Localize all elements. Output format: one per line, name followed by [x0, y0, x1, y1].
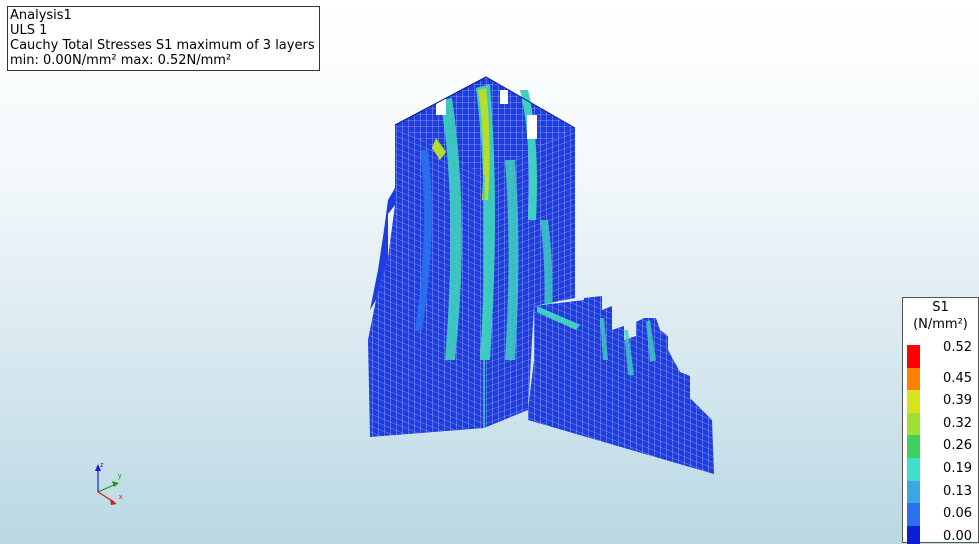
legend-value: 0.19	[943, 460, 972, 476]
right-wall	[528, 296, 714, 474]
legend-unit: (N/mm²)	[913, 317, 968, 332]
legend-swatch	[907, 345, 920, 368]
legend-swatch	[907, 367, 920, 391]
x-label: x	[119, 494, 123, 501]
legend-entry: 0.39	[903, 390, 978, 413]
legend-swatch	[907, 390, 920, 413]
y-axis	[97, 483, 117, 493]
legend-entry: 0.52	[903, 340, 978, 368]
axis-triad: z y x	[95, 462, 123, 505]
legend-swatch	[907, 503, 920, 526]
legend-value: 0.00	[943, 528, 972, 544]
tower	[394, 76, 576, 428]
legend-value: 0.26	[943, 438, 972, 454]
legend-value: 0.52	[943, 340, 972, 355]
legend-entry: 0.00	[903, 525, 978, 544]
left-wall-top	[370, 188, 395, 310]
legend-entry: 0.32	[903, 412, 978, 436]
legend-value: 0.13	[943, 483, 972, 499]
legend-value: 0.06	[943, 506, 972, 522]
legend-entry: 0.13	[903, 480, 978, 504]
legend-swatch	[907, 457, 920, 481]
legend-swatch	[907, 525, 920, 544]
legend-swatch	[907, 435, 920, 458]
legend-title: S1	[932, 300, 949, 315]
legend-swatch	[907, 480, 920, 504]
legend-entry: 0.26	[903, 435, 978, 458]
analysis-name: Analysis1	[10, 8, 72, 23]
legend-entry: 0.19	[903, 457, 978, 481]
legend-value: 0.32	[943, 415, 972, 431]
analysis-info-box: Analysis1 ULS 1 Cauchy Total Stresses S1…	[7, 6, 320, 71]
legend-entry: 0.45	[903, 367, 978, 391]
result-type: Cauchy Total Stresses S1 maximum of 3 la…	[10, 38, 315, 53]
z-arrow-icon	[95, 464, 101, 471]
legend-value: 0.45	[943, 370, 972, 386]
result-range: min: 0.00N/mm² max: 0.52N/mm²	[10, 53, 232, 68]
load-case: ULS 1	[10, 23, 48, 38]
legend-rows: 0.52 0.45 0.39 0.32 0.26 0.19 0.13 0.06 0.00	[903, 340, 978, 544]
y-label: y	[118, 473, 122, 480]
z-label: z	[100, 462, 104, 469]
legend-swatch	[907, 412, 920, 436]
legend-value: 0.39	[943, 393, 972, 409]
legend-entry: 0.06	[903, 503, 978, 526]
x-arrow-icon	[110, 499, 117, 505]
y-arrow-icon	[112, 481, 119, 487]
